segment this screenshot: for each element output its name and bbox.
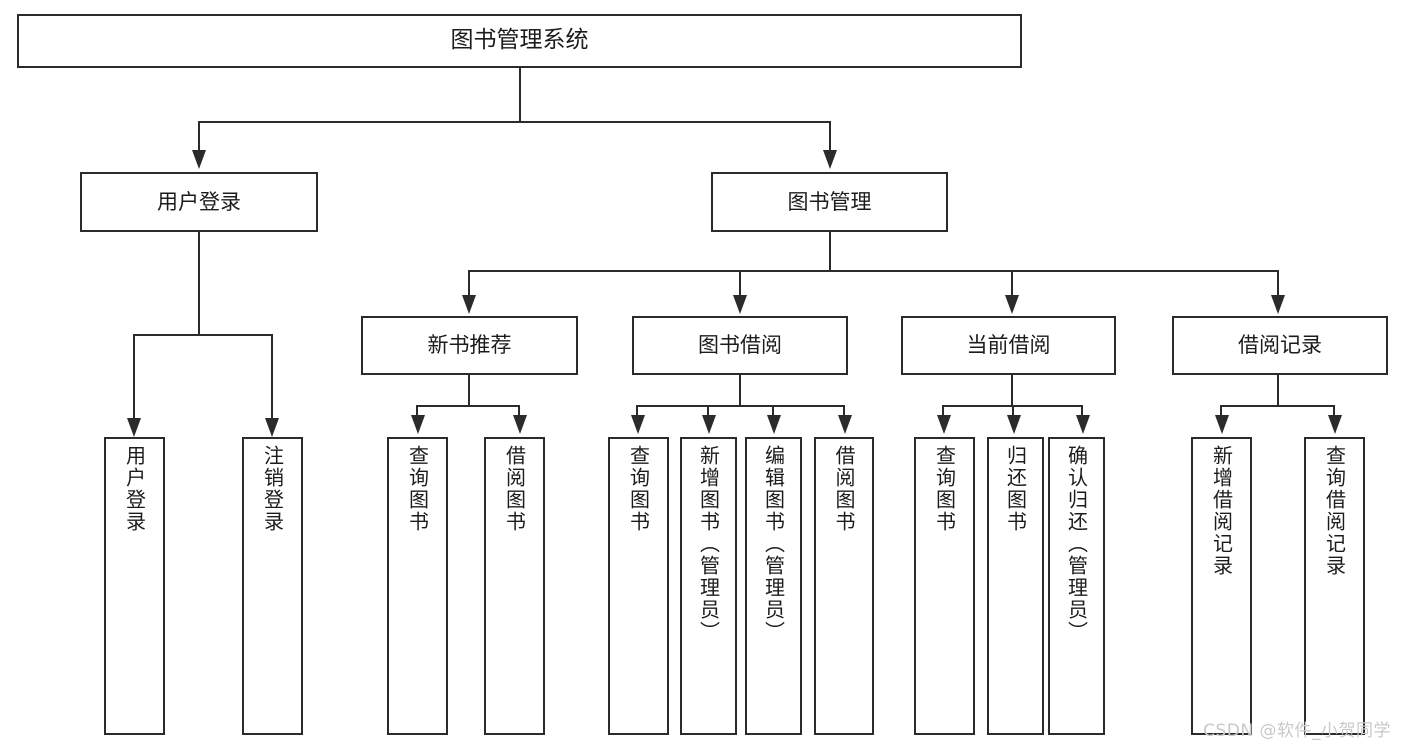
connector-user-login-stem	[198, 232, 200, 335]
node-leaf-return-book[interactable]: 归还图书	[987, 437, 1044, 735]
connector-borrow-record-drop-1	[1220, 405, 1222, 417]
node-leaf-query-book-1[interactable]: 查询图书	[387, 437, 448, 735]
arrowhead-new-book-1	[411, 415, 425, 434]
node-leaf-add-record[interactable]: 新增借阅记录	[1191, 437, 1252, 735]
arrowhead-current-borrow-1	[937, 415, 951, 434]
connector-book-manage-drop-1	[468, 270, 470, 296]
node-label: 图书管理	[787, 189, 872, 214]
node-label: 查询图书	[405, 445, 430, 533]
connector-book-manage-bar	[468, 270, 1278, 272]
node-label: 当前借阅	[966, 333, 1051, 358]
connector-new-book-drop-1	[416, 405, 418, 417]
arrowhead-book-manage-1	[462, 295, 476, 314]
connector-user-login-bar	[133, 334, 273, 336]
connector-book-borrow-drop-1	[636, 405, 638, 417]
node-label: 新书推荐	[427, 333, 512, 358]
connector-book-borrow-stem	[739, 375, 741, 406]
connector-root-to-book-manage	[829, 121, 831, 151]
connector-current-borrow-drop-1	[942, 405, 944, 417]
connector-current-borrow-stem	[1011, 375, 1013, 406]
node-current-borrow[interactable]: 当前借阅	[901, 316, 1116, 375]
node-label: 归还图书	[1003, 445, 1028, 533]
csdn-watermark: CSDN @软件_小贺同学	[1203, 721, 1391, 741]
node-label: 图书管理系统	[450, 27, 589, 54]
node-label: 用户登录	[157, 189, 241, 214]
connector-current-borrow-drop-2	[1012, 405, 1014, 417]
connector-borrow-record-bar	[1220, 405, 1335, 407]
connector-borrow-record-drop-2	[1333, 405, 1335, 417]
node-leaf-user-login[interactable]: 用户登录	[104, 437, 165, 735]
arrowhead-new-book-2	[513, 415, 527, 434]
arrowhead-current-borrow-2	[1007, 415, 1021, 434]
node-leaf-edit-book[interactable]: 编辑图书（管理员）	[745, 437, 802, 735]
connector-book-manage-drop-2	[739, 270, 741, 296]
connector-root-bar	[198, 121, 831, 123]
node-root-book-management-system[interactable]: 图书管理系统	[17, 14, 1022, 68]
arrowhead-book-manage-3	[1005, 295, 1019, 314]
connector-book-manage-drop-3	[1011, 270, 1013, 296]
node-new-book-recommend[interactable]: 新书推荐	[361, 316, 578, 375]
node-borrow-record[interactable]: 借阅记录	[1172, 316, 1388, 375]
arrowhead-user-login-2	[265, 418, 279, 437]
node-leaf-add-book[interactable]: 新增图书（管理员）	[680, 437, 737, 735]
arrowhead-book-borrow-4	[838, 415, 852, 434]
connector-borrow-record-stem	[1277, 375, 1279, 406]
node-leaf-query-record[interactable]: 查询借阅记录	[1304, 437, 1365, 735]
connector-book-borrow-drop-4	[843, 405, 845, 417]
node-book-manage[interactable]: 图书管理	[711, 172, 948, 232]
arrowhead-borrow-record-1	[1215, 415, 1229, 434]
node-label: 确认归还（管理员）	[1064, 445, 1089, 643]
arrowhead-book-borrow-1	[631, 415, 645, 434]
arrowhead-book-manage-4	[1271, 295, 1285, 314]
arrowhead-current-borrow-3	[1076, 415, 1090, 434]
arrowhead-user-login-1	[127, 418, 141, 437]
node-book-borrow[interactable]: 图书借阅	[632, 316, 848, 375]
connector-current-borrow-drop-3	[1081, 405, 1083, 417]
connector-book-borrow-drop-3	[772, 405, 774, 417]
connector-new-book-stem	[468, 375, 470, 406]
arrowhead-book-borrow-2	[702, 415, 716, 434]
connector-user-login-drop-2	[271, 334, 273, 419]
node-label: 借阅图书	[502, 445, 527, 533]
node-label: 借阅记录	[1238, 333, 1322, 358]
node-leaf-borrow-book-2[interactable]: 借阅图书	[814, 437, 874, 735]
node-leaf-query-book-3[interactable]: 查询图书	[914, 437, 975, 735]
node-leaf-user-logout[interactable]: 注销登录	[242, 437, 303, 735]
node-label: 查询借阅记录	[1322, 445, 1347, 577]
connector-book-borrow-drop-2	[707, 405, 709, 417]
connector-user-login-drop-1	[133, 334, 135, 419]
node-label: 编辑图书（管理员）	[761, 445, 786, 643]
node-label: 图书借阅	[698, 333, 782, 358]
node-leaf-borrow-book-1[interactable]: 借阅图书	[484, 437, 545, 735]
arrowhead-book-borrow-3	[767, 415, 781, 434]
node-label: 注销登录	[260, 445, 285, 533]
node-label: 查询图书	[932, 445, 957, 533]
node-label: 新增借阅记录	[1209, 445, 1234, 577]
node-label: 用户登录	[122, 445, 147, 533]
node-user-login[interactable]: 用户登录	[80, 172, 318, 232]
connector-new-book-drop-2	[518, 405, 520, 417]
arrowhead-borrow-record-2	[1328, 415, 1342, 434]
node-label: 新增图书（管理员）	[696, 445, 721, 643]
connector-book-manage-drop-4	[1277, 270, 1279, 296]
node-leaf-confirm-return[interactable]: 确认归还（管理员）	[1048, 437, 1105, 735]
connector-book-manage-stem	[829, 232, 831, 271]
connector-root-stem	[519, 68, 521, 122]
arrowhead-book-manage-2	[733, 295, 747, 314]
connector-book-borrow-bar	[636, 405, 844, 407]
connector-root-to-user-login	[198, 121, 200, 151]
connector-new-book-bar	[416, 405, 520, 407]
node-label: 查询图书	[626, 445, 651, 533]
node-label: 借阅图书	[832, 445, 856, 533]
arrowhead-root-to-user-login	[192, 150, 206, 169]
arrowhead-root-to-book-manage	[823, 150, 837, 169]
node-leaf-query-book-2[interactable]: 查询图书	[608, 437, 669, 735]
